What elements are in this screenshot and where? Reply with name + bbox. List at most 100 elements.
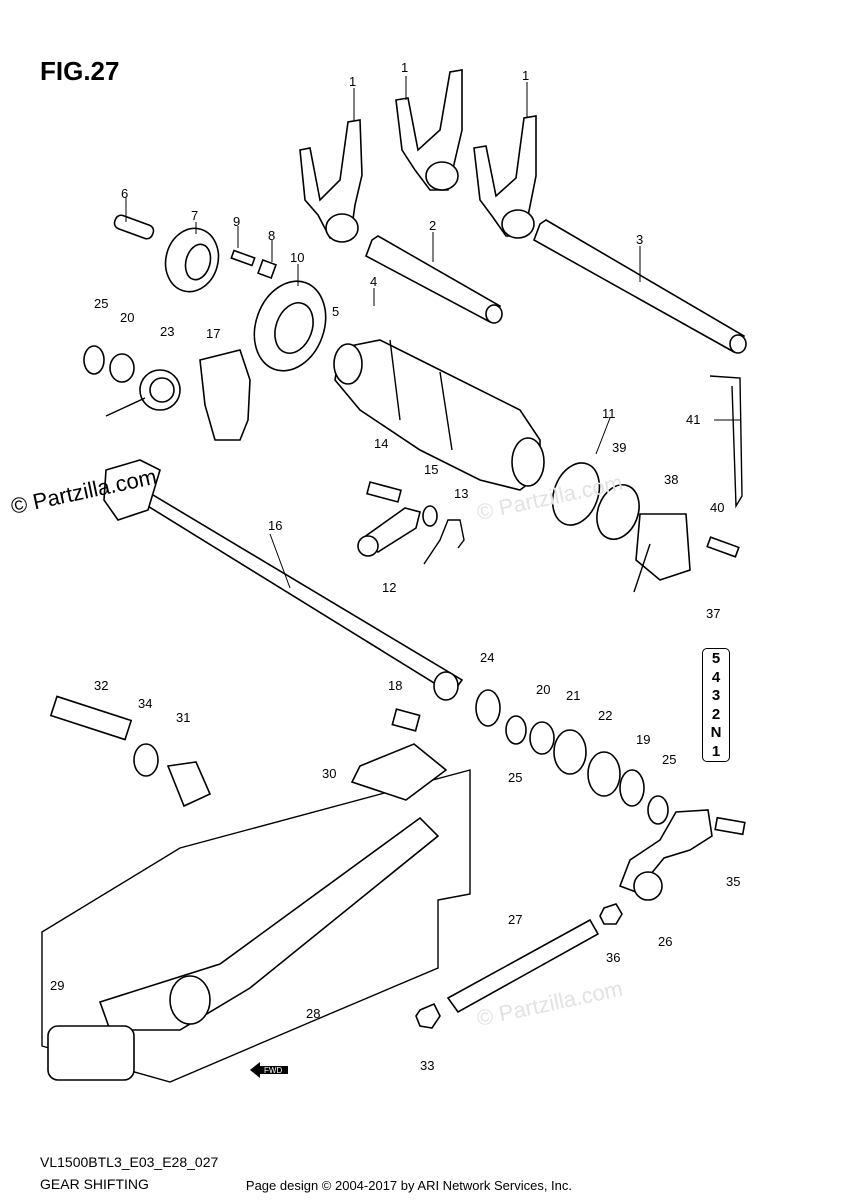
gear-3: 3 [711, 687, 721, 705]
callout: 10 [290, 250, 304, 265]
callout: 17 [206, 326, 220, 341]
bolt-32[interactable] [49, 695, 133, 741]
pedal-rubber-30[interactable] [350, 743, 448, 801]
gear-1: 1 [711, 742, 721, 760]
model-code: VL1500BTL3_E03_E28_027 [40, 1154, 219, 1170]
callout: 5 [332, 304, 339, 319]
washer-20-lower[interactable] [529, 721, 555, 755]
circlip-25-lower[interactable] [647, 795, 669, 825]
bolt-35[interactable] [714, 816, 746, 836]
pin-6[interactable] [113, 214, 155, 241]
bolt-14[interactable] [366, 481, 402, 503]
fork-shaft-3[interactable] [533, 219, 747, 354]
spring-24[interactable] [475, 689, 501, 727]
stopper-plate-7[interactable] [159, 222, 226, 297]
callout: 32 [94, 678, 108, 693]
callout: 16 [268, 518, 282, 533]
nut-33[interactable] [415, 1002, 441, 1029]
callout: 12 [382, 580, 396, 595]
callout: 35 [726, 874, 740, 889]
callout: 27 [508, 912, 522, 927]
callout: 31 [176, 710, 190, 725]
section-title: GEAR SHIFTING [40, 1176, 149, 1192]
washer-20-upper[interactable] [109, 353, 135, 383]
footer-copyright: Page design © 2004-2017 by ARI Network S… [0, 1178, 848, 1193]
gear-position-switch-38[interactable] [633, 513, 691, 593]
spring-13[interactable] [423, 519, 465, 565]
callout: 6 [121, 186, 128, 201]
callout: 18 [388, 678, 402, 693]
callout: 21 [566, 688, 580, 703]
callout: 22 [598, 708, 612, 723]
gear-5: 5 [711, 650, 721, 668]
fwd-arrow-icon: FWD [250, 1062, 288, 1078]
callout: 29 [50, 978, 64, 993]
callout: 24 [480, 650, 494, 665]
callout: 38 [664, 472, 678, 487]
callout: 26 [658, 934, 672, 949]
o-ring-39[interactable] [590, 479, 647, 545]
callout: 14 [374, 436, 388, 451]
shift-lever-12[interactable] [357, 507, 421, 557]
bolt-40[interactable] [706, 536, 740, 558]
figure-title: FIG.27 [40, 56, 120, 86]
washer-8[interactable] [257, 259, 277, 279]
callout: 33 [420, 1058, 434, 1073]
callout-labels: 1 1 1 2 3 4 5 6 7 8 9 10 11 12 13 14 15 … [50, 60, 740, 1073]
gear-indicator-plate: 5 4 3 2 N 1 [702, 648, 730, 762]
callout: 28 [306, 1006, 320, 1021]
callout: 1 [401, 60, 408, 75]
oil-seal-22[interactable] [587, 751, 621, 797]
shift-fork-center[interactable] [395, 69, 463, 191]
leader-lines [125, 76, 740, 589]
spring-23[interactable] [105, 369, 181, 417]
callout: 11 [602, 406, 616, 421]
circlip-25-upper[interactable] [83, 345, 105, 375]
washer-15[interactable] [422, 505, 438, 527]
callout: 25 [662, 752, 676, 767]
callout: 23 [160, 324, 174, 339]
shift-rod-27[interactable] [446, 918, 600, 1014]
shift-arm-26[interactable] [618, 809, 713, 901]
shift-fork-left[interactable] [299, 119, 363, 243]
nut-36[interactable] [599, 903, 623, 925]
bearing-10[interactable] [242, 271, 337, 381]
callout: 20 [120, 310, 134, 325]
collar-31[interactable] [166, 761, 212, 808]
callout: 4 [370, 274, 377, 289]
callout: 36 [606, 950, 620, 965]
callout: 19 [636, 732, 650, 747]
callout: 25 [508, 770, 522, 785]
pedal-rubber-29[interactable] [47, 1025, 135, 1081]
bracket-17[interactable] [199, 349, 251, 441]
gearshift-lever-28[interactable] [41, 769, 471, 1083]
callout: 39 [612, 440, 626, 455]
callout: 37 [706, 606, 720, 621]
bolt-18[interactable] [391, 708, 421, 732]
bushing-21[interactable] [553, 729, 587, 775]
gear-2: 2 [711, 705, 721, 723]
callout: 2 [429, 218, 436, 233]
fork-shaft-2[interactable] [365, 235, 503, 324]
circlip-25-mid[interactable] [505, 715, 527, 745]
callout: 34 [138, 696, 152, 711]
callout: 41 [686, 412, 700, 427]
callout: 1 [522, 68, 529, 83]
callout: 3 [636, 232, 643, 247]
bearing-11[interactable] [544, 456, 607, 531]
screw-9[interactable] [230, 249, 256, 267]
gearshift-shaft-16[interactable] [103, 459, 464, 701]
washer-34[interactable] [133, 743, 159, 777]
gear-neutral: N [710, 724, 722, 742]
callout: 25 [94, 296, 108, 311]
fwd-label: FWD [264, 1066, 282, 1075]
footer-text: Page design © 2004-2017 by ARI Network S… [245, 1178, 572, 1193]
gear-shift-cam[interactable] [333, 339, 545, 491]
callout: 20 [536, 682, 550, 697]
washer-19[interactable] [619, 769, 645, 807]
harness-clamp-41[interactable] [709, 375, 743, 509]
callout: 9 [233, 214, 240, 229]
shift-fork-right[interactable] [473, 115, 537, 239]
gear-4: 4 [711, 668, 721, 686]
